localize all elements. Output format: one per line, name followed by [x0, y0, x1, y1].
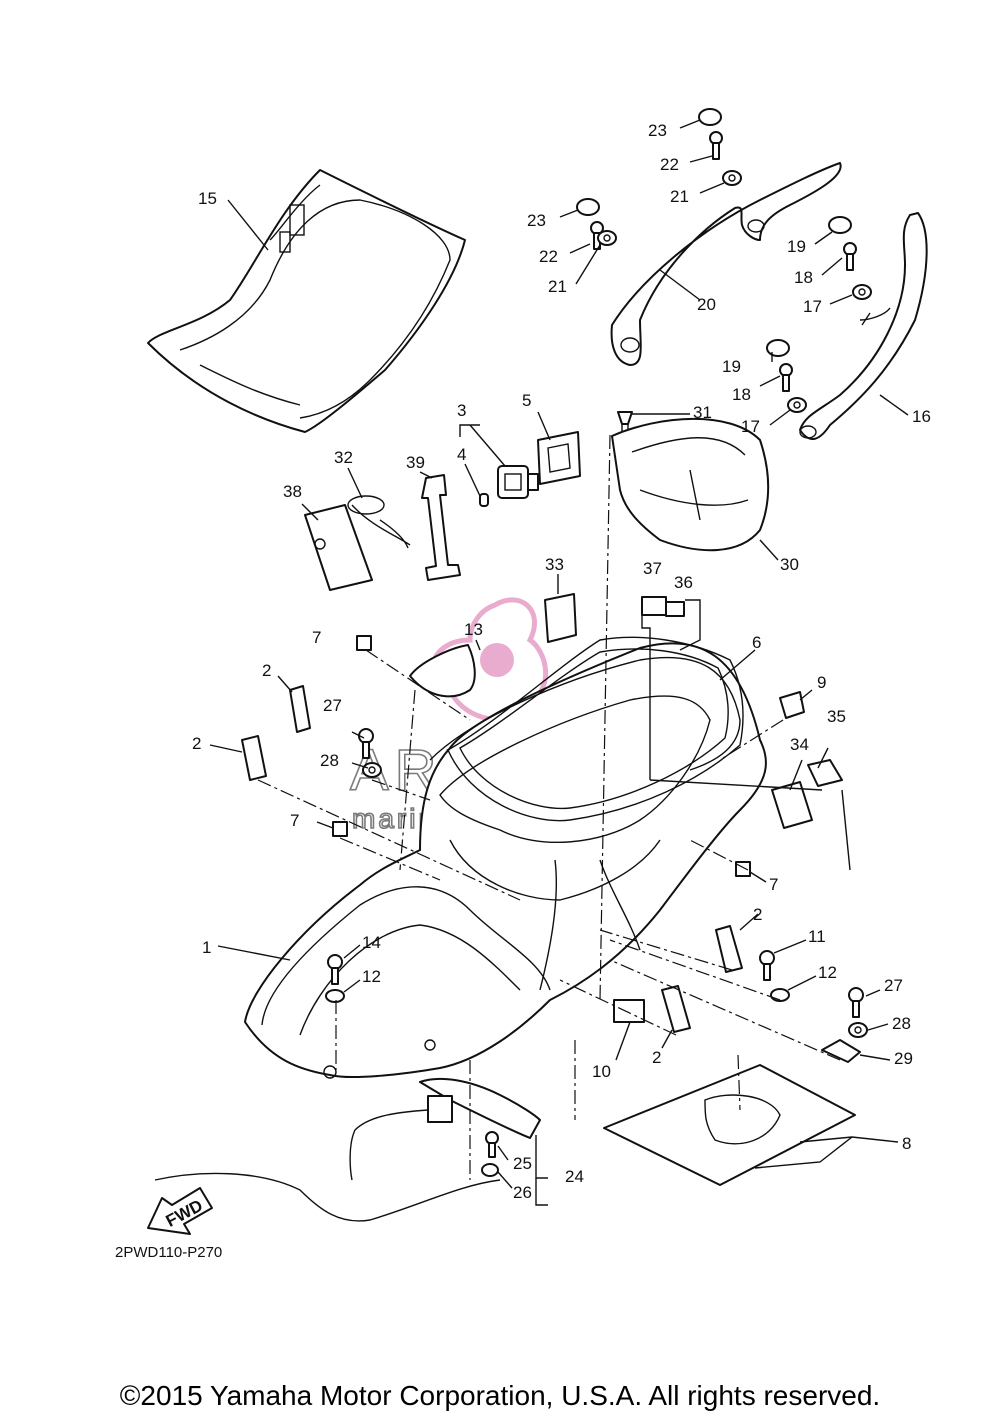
callout-11: 11	[808, 927, 826, 946]
callout-12: 12	[362, 967, 381, 986]
callout-labels: 15 23 22 21 23 22 21 20 19 18 17 19 18 1…	[192, 121, 931, 1202]
callout-7: 7	[290, 811, 299, 830]
callout-21: 21	[548, 277, 567, 296]
callout-38: 38	[283, 482, 302, 501]
parts-clips	[241, 635, 805, 1033]
fwd-arrow: FWD	[147, 1187, 213, 1235]
decals-middle	[544, 593, 685, 643]
callout-14: 14	[362, 933, 381, 952]
callout-21: 21	[670, 187, 689, 206]
callout-5: 5	[522, 391, 531, 410]
part-handle-20	[610, 162, 842, 366]
parts-small-middle	[304, 411, 770, 591]
callout-2: 2	[192, 734, 201, 753]
callout-16: 16	[912, 407, 931, 426]
callout-2: 2	[652, 1048, 661, 1067]
callout-32: 32	[334, 448, 353, 467]
callout-23: 23	[648, 121, 667, 140]
callout-35: 35	[827, 707, 846, 726]
callout-2: 2	[262, 661, 271, 680]
decals-right	[603, 759, 856, 1186]
callout-17: 17	[803, 297, 822, 316]
callout-36: 36	[674, 573, 693, 592]
callout-18: 18	[732, 385, 751, 404]
callout-20: 20	[697, 295, 716, 314]
callout-3: 3	[457, 401, 466, 420]
callout-18: 18	[794, 268, 813, 287]
callout-27: 27	[884, 976, 903, 995]
callout-7: 7	[769, 875, 778, 894]
callout-39: 39	[406, 453, 425, 472]
callout-17: 17	[741, 417, 760, 436]
callout-19: 19	[722, 357, 741, 376]
callout-23: 23	[527, 211, 546, 230]
callout-37: 37	[643, 559, 662, 578]
callout-15: 15	[198, 189, 217, 208]
callout-28: 28	[320, 751, 339, 770]
callout-6: 6	[752, 633, 761, 652]
part-handle-16	[799, 212, 928, 440]
part-storage-frame	[447, 636, 744, 822]
callout-33: 33	[545, 555, 564, 574]
callout-9: 9	[817, 673, 826, 692]
diagram-code: 2PWD110-P270	[115, 1244, 223, 1261]
callout-22: 22	[539, 247, 558, 266]
callout-30: 30	[780, 555, 799, 574]
callout-28: 28	[892, 1014, 911, 1033]
callout-24: 24	[565, 1167, 584, 1186]
callout-29: 29	[894, 1049, 913, 1068]
callout-31: 31	[693, 403, 712, 422]
callout-12: 12	[818, 963, 837, 982]
callout-4: 4	[457, 445, 466, 464]
callout-22: 22	[660, 155, 679, 174]
part-seat	[147, 169, 466, 433]
callout-7: 7	[312, 628, 321, 647]
leader-lines	[209, 119, 909, 1206]
part-cable-bracket	[154, 1077, 541, 1222]
callout-19: 19	[787, 237, 806, 256]
callout-1: 1	[202, 938, 211, 957]
callout-25: 25	[513, 1154, 532, 1173]
assembly-lines	[257, 434, 841, 1180]
callout-8: 8	[902, 1134, 911, 1153]
callout-10: 10	[592, 1062, 611, 1081]
callout-34: 34	[790, 735, 809, 754]
callout-26: 26	[513, 1183, 532, 1202]
copyright-notice: ©2015 Yamaha Motor Corporation, U.S.A. A…	[119, 1380, 881, 1411]
part-hull	[244, 642, 767, 1079]
fasteners-top	[576, 108, 872, 413]
callout-13: 13	[464, 620, 483, 639]
fasteners-lower	[325, 728, 868, 1063]
callout-2: 2	[753, 905, 762, 924]
callout-27: 27	[323, 696, 342, 715]
